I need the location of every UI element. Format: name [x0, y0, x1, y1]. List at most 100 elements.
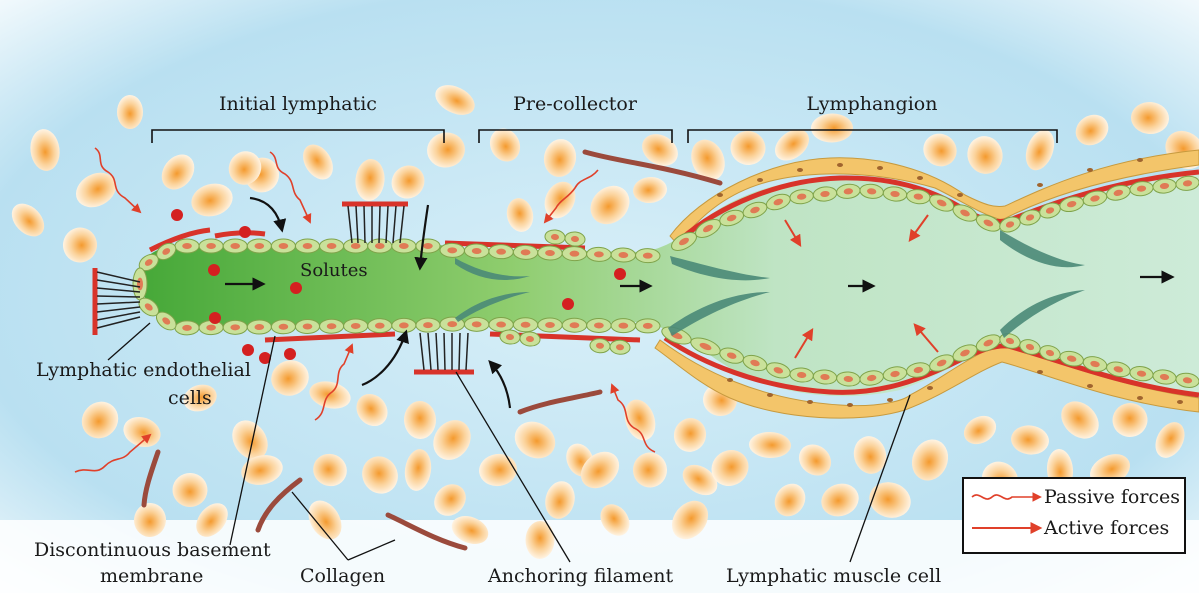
interstitial-cell [967, 136, 1003, 174]
endothelial-nucleus [520, 249, 531, 256]
endothelial-nucleus [750, 206, 760, 214]
endothelial-nucleus [593, 251, 604, 258]
interstitial-cell [427, 132, 465, 168]
endothelial-nucleus [550, 233, 560, 241]
endothelial-nucleus [642, 252, 653, 259]
interstitial-cell [309, 381, 351, 409]
interstitial-cell [506, 198, 534, 232]
interstitial-cell [923, 133, 957, 167]
endothelial-nucleus [1136, 370, 1147, 377]
interstitial-cell [404, 449, 432, 491]
endothelial-nucleus [615, 344, 625, 351]
interstitial-cell [191, 183, 233, 217]
endothelial-nucleus [206, 243, 216, 249]
interstitial-cell [271, 360, 309, 396]
endothelial-nucleus [642, 322, 653, 329]
muscle-nucleus [1087, 168, 1093, 172]
interstitial-cell [435, 85, 475, 115]
endothelial-nucleus [569, 322, 580, 329]
interstitial-cell [1011, 425, 1049, 455]
endothelial-nucleus [796, 193, 807, 200]
endothelial-nucleus [1159, 182, 1170, 190]
muscle-nucleus [887, 398, 893, 402]
interstitial-cell [749, 431, 791, 459]
muscle-nucleus [917, 176, 923, 180]
endothelial-nucleus [374, 243, 385, 249]
legend-passive-label: Passive forces [1044, 486, 1180, 508]
interstitial-cell [451, 516, 489, 544]
interstitial-cell [821, 483, 859, 517]
interstitial-cell [633, 176, 667, 204]
endothelial-nucleus [1045, 349, 1055, 357]
muscle-nucleus [717, 193, 723, 197]
endothelial-nucleus [866, 188, 877, 195]
endothelial-nucleus [820, 190, 830, 198]
endothelial-nucleus [545, 249, 555, 257]
muscle-nucleus [807, 400, 813, 404]
endothelial-nucleus [137, 277, 143, 291]
endothelial-nucleus [182, 324, 192, 331]
endothelial-nucleus [1045, 207, 1055, 214]
endothelial-nucleus [890, 190, 900, 198]
endothelial-nucleus [144, 259, 153, 266]
basement-label-line1: Discontinuous basement [34, 539, 271, 561]
endothelial-nucleus [182, 243, 192, 249]
endothelial-nucleus [326, 243, 337, 249]
interstitial-cell [356, 393, 388, 427]
muscle-nucleus [757, 178, 763, 182]
muscle-layer-bottom [654, 339, 1199, 419]
endothelial-nucleus [525, 335, 535, 343]
interstitial-cell [963, 415, 997, 445]
interstitial-cell [624, 399, 656, 441]
endothelial-nucleus [471, 321, 482, 328]
endothelial-nucleus [866, 374, 877, 382]
interstitial-cell [313, 453, 347, 487]
annotation-lines [107, 322, 911, 563]
interstitial-cell [81, 401, 119, 439]
interstitial-cell [798, 444, 832, 476]
endothelial-nucleus [726, 352, 737, 359]
muscle-nucleus [767, 393, 773, 397]
solute-particles [171, 209, 626, 364]
interstitial-cell [774, 483, 806, 517]
interstitial-cell [730, 130, 766, 166]
interstitial-cell [183, 384, 217, 412]
endothelial-nucleus [254, 324, 265, 331]
section-brackets [151, 129, 1058, 143]
muscle-nucleus [927, 386, 933, 390]
interstitial-cell [196, 503, 228, 537]
passive-force-arrows [74, 147, 656, 473]
interstitial-cell [525, 521, 555, 559]
endothelial-nucleus [1159, 373, 1170, 381]
interstitial-cell [691, 139, 725, 181]
endothelial-nucleus [1113, 366, 1124, 373]
interstitial-cell [673, 418, 707, 452]
endothelial-nucleus [162, 317, 171, 325]
endothelial-nucleus [1090, 195, 1100, 202]
anchoring-filament-left [92, 268, 141, 335]
endothelial-nucleus [230, 324, 241, 331]
interstitial-cell [1025, 129, 1055, 171]
endothelial-nucleus [1090, 360, 1100, 368]
endothelial-nucleus [162, 248, 171, 255]
endothelial-nucleus [350, 243, 361, 249]
endothelial-nucleus [423, 322, 433, 329]
interstitial-cell [232, 420, 268, 460]
endothelial-nucleus [302, 243, 313, 249]
interstitial-cell [514, 421, 556, 459]
endothelial-nucleus [773, 367, 784, 374]
endothelial-nucleus [678, 237, 690, 246]
muscle-nucleus [847, 403, 853, 407]
interstitial-cell [403, 401, 437, 439]
endothelial-nucleus [960, 349, 970, 357]
collagen-fibers [141, 149, 723, 551]
endothelial-nucleus [350, 322, 361, 329]
endothelial-nucleus [1066, 355, 1077, 362]
endothelial-nucleus [843, 188, 854, 195]
muscle-nucleus [727, 378, 733, 382]
interstitial-cell [489, 128, 521, 162]
vessel-lumen [140, 170, 1199, 397]
endothelial-nucleus [1182, 180, 1193, 187]
endothelial-nucleus [399, 243, 409, 249]
